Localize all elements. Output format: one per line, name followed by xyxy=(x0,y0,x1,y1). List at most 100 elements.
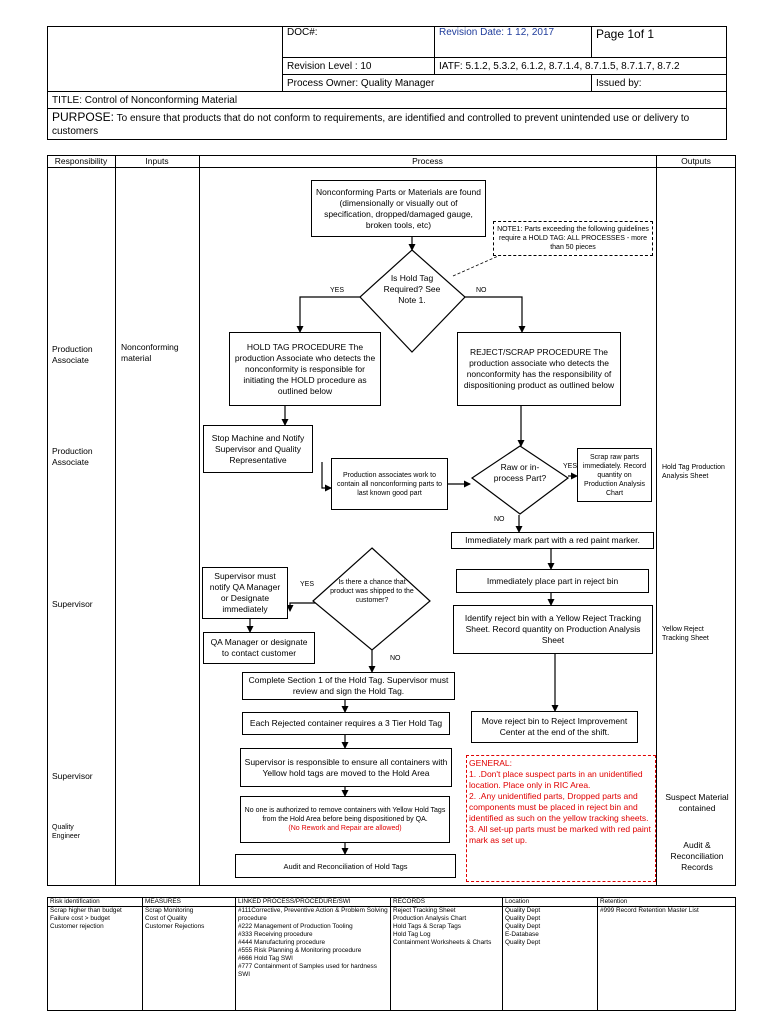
bt-risk: Scrap higher than budget Failure cost > … xyxy=(47,906,143,1011)
bt-location-1: Quality Dept xyxy=(505,915,541,922)
step-complete-hold-tag: Complete Section 1 of the Hold Tag. Supe… xyxy=(242,672,455,700)
bt-record-1: Production Analysis Chart xyxy=(393,915,467,922)
bt-location-0: Quality Dept xyxy=(505,907,541,914)
step-hold-tag-procedure: HOLD TAG PROCEDURE The production Associ… xyxy=(229,332,381,406)
bt-h-records: RECORDS xyxy=(390,897,503,907)
input-nonconforming-material: Nonconforming material xyxy=(121,342,179,363)
bt-record-3: Hold Tag Log xyxy=(393,931,431,938)
bt-risk-0: Scrap higher than budget xyxy=(50,907,122,914)
bottom-table: Risk identification MEASURES LINKED PROC… xyxy=(47,897,736,1011)
resp-production-associate-2: Production Associate xyxy=(52,446,93,467)
label-yes-2: YES xyxy=(563,463,578,470)
arrow-no-reject xyxy=(465,296,526,333)
step-contact-customer: QA Manager or designate to contact custo… xyxy=(203,632,315,664)
bt-risk-1: Failure cost > budget xyxy=(50,915,110,922)
bt-linked-3: #444 Manufacturing procedure xyxy=(238,939,326,946)
bt-h-linked: LINKED PROCESS/PROCEDURE/SWI xyxy=(235,897,391,907)
bt-h-retention: Retention xyxy=(597,897,736,907)
step-reject-scrap-procedure: REJECT/SCRAP PROCEDURE The production as… xyxy=(457,332,621,406)
general-note-2: 2. .Any unidentified parts, Dropped part… xyxy=(469,791,649,823)
step-scrap-raw: Scrap raw parts immediately. Record quan… xyxy=(577,448,652,502)
resp-supervisor-2: Supervisor xyxy=(52,771,93,781)
label-no-2: NO xyxy=(494,516,505,523)
bt-retention-0: #999 Record Retention Master List xyxy=(600,907,699,914)
bt-location: Quality Dept Quality Dept Quality Dept E… xyxy=(502,906,598,1011)
bt-h-risk: Risk identification xyxy=(47,897,143,907)
bt-linked-1: #222 Management of Production Tooling xyxy=(238,923,353,930)
resp-supervisor-1: Supervisor xyxy=(52,599,93,609)
step-mark-red-paint: Immediately mark part with a red paint m… xyxy=(451,532,654,549)
no-removal-text: No one is authorized to remove container… xyxy=(244,807,446,823)
col-outputs: Outputs xyxy=(681,156,711,166)
bt-location-2: Quality Dept xyxy=(505,923,541,930)
general-note-3: 3. All set-up parts must be marked with … xyxy=(469,824,651,845)
decision-hold-tag: Is Hold Tag Required? See Note 1. xyxy=(383,273,441,305)
label-no-1: NO xyxy=(476,287,487,294)
bt-h-measures: MEASURES xyxy=(142,897,236,907)
output-hold-tag: Hold Tag Production Analysis Sheet xyxy=(662,464,725,480)
bt-record-4: Containment Worksheets & Charts xyxy=(393,939,492,946)
col-responsibility: Responsibility xyxy=(54,156,108,166)
bt-records: Reject Tracking Sheet Production Analysi… xyxy=(390,906,503,1011)
step-audit-reconciliation: Audit and Reconciliation of Hold Tags xyxy=(235,854,456,878)
output-audit-records: Audit & Reconciliation Records xyxy=(670,840,724,872)
general-note-1: 1. .Don't place suspect parts in an unid… xyxy=(469,769,643,790)
arrow-stop-to-contain xyxy=(321,462,332,492)
step-hold-area: Supervisor is responsible to ensure all … xyxy=(240,748,452,787)
bt-linked-5: #666 Hold Tag SWI xyxy=(238,955,293,962)
arrow-yes-hold xyxy=(296,296,360,333)
bt-measures: Scrap Monitoring Cost of Quality Custome… xyxy=(142,906,236,1011)
header-blank xyxy=(47,26,283,92)
bt-risk-2: Customer rejection xyxy=(50,923,104,930)
step-no-removal: No one is authorized to remove container… xyxy=(240,796,450,843)
bt-h-location: Location xyxy=(502,897,598,907)
header-table: DOC#: Revision Date: 1 12, 2017 Page 1of… xyxy=(47,26,727,140)
label-yes-1: YES xyxy=(330,287,345,294)
bt-measure-2: Customer Rejections xyxy=(145,923,205,930)
col-inputs: Inputs xyxy=(145,156,169,166)
bt-linked-2: #333 Receiving procedure xyxy=(238,931,313,938)
bt-retention: #999 Record Retention Master List xyxy=(597,906,736,1011)
column-header-divider xyxy=(47,167,736,168)
step-nonconforming-found: Nonconforming Parts or Materials are fou… xyxy=(311,180,486,237)
decision-shipped: Is there a chance that product was shipp… xyxy=(330,579,414,604)
decision-raw-shape xyxy=(470,445,570,515)
step-three-tier-hold-tag: Each Rejected container requires a 3 Tie… xyxy=(242,712,450,735)
divider-3 xyxy=(656,155,657,886)
bt-record-0: Reject Tracking Sheet xyxy=(393,907,456,914)
resp-quality-engineer: Quality Engineer xyxy=(52,824,81,840)
note-connector xyxy=(452,252,506,277)
col-process: Process xyxy=(412,156,443,166)
step-stop-machine: Stop Machine and Notify Supervisor and Q… xyxy=(203,425,313,473)
decision-hold-tag-shape xyxy=(359,249,466,353)
bt-record-2: Hold Tags & Scrap Tags xyxy=(393,923,461,930)
decision-raw-inprocess: Raw or in-process Part? xyxy=(493,462,547,483)
step-move-reject-bin: Move reject bin to Reject Improvement Ce… xyxy=(471,711,638,743)
purpose: PURPOSE: To ensure that products that do… xyxy=(47,108,727,140)
no-rework-text: (No Rework and Repair are allowed) xyxy=(288,825,402,832)
label-yes-3: YES xyxy=(300,581,315,588)
general-notes: GENERAL: 1. .Don't place suspect parts i… xyxy=(466,755,656,882)
purpose-label: PURPOSE: xyxy=(52,109,115,124)
bt-measure-0: Scrap Monitoring xyxy=(145,907,194,914)
step-reject-bin: Immediately place part in reject bin xyxy=(456,569,649,593)
page-number: Page 1of 1 xyxy=(591,26,727,58)
resp-production-associate-1: Production Associate xyxy=(52,344,93,365)
label-no-3: NO xyxy=(390,655,401,662)
bt-location-3: E-Database xyxy=(505,931,539,938)
bt-linked-0: #111Corrective, Preventive Action & Prob… xyxy=(238,907,388,922)
bt-linked-4: #555 Risk Planning & Monitoring procedur… xyxy=(238,947,362,954)
decision-shipped-shape xyxy=(312,547,431,651)
note-1: NOTE1: Parts exceeding the following gui… xyxy=(493,221,653,256)
divider-2 xyxy=(199,155,200,886)
output-yellow-reject: Yellow Reject Tracking Sheet xyxy=(662,626,709,642)
step-identify-reject-bin: Identify reject bin with a Yellow Reject… xyxy=(453,605,653,654)
bt-measure-1: Cost of Quality xyxy=(145,915,187,922)
purpose-text: To ensure that products that do not conf… xyxy=(52,112,690,137)
process-grid xyxy=(47,155,736,886)
bt-linked-6: #777 Containment of Samples used for har… xyxy=(238,963,377,978)
bt-location-4: Quality Dept xyxy=(505,939,541,946)
bt-linked: #111Corrective, Preventive Action & Prob… xyxy=(235,906,391,1011)
step-notify-qa: Supervisor must notify QA Manager or Des… xyxy=(202,567,288,619)
